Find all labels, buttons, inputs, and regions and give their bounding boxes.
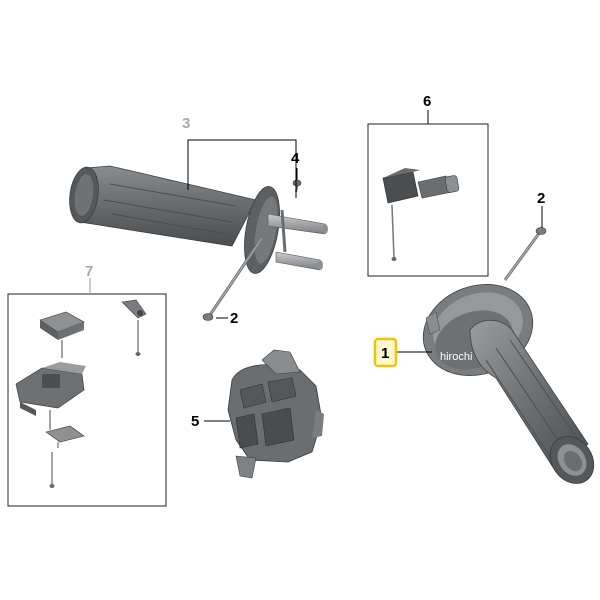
screw-part-4: [292, 179, 302, 193]
switch-unit-part: [227, 349, 324, 479]
callout-1: 1: [381, 345, 389, 362]
part-7-frame: [7, 293, 167, 507]
callout-7: 7: [85, 263, 93, 280]
callout-5: 5: [191, 413, 199, 430]
bracket-part: [45, 425, 85, 488]
callout-6: 6: [423, 93, 431, 110]
callout-3: 3: [182, 115, 190, 132]
bolt-part-2-right: [503, 227, 547, 281]
bolt-part-2-left: [202, 237, 264, 321]
callout-1-highlight: [373, 337, 398, 368]
callout-2-left: 2: [230, 310, 238, 327]
switch-cover-part: [39, 311, 85, 358]
left-grip-part: [69, 165, 328, 274]
watermark-text: hirochi: [440, 351, 472, 363]
switch-body-part: [15, 362, 86, 430]
callout-4: 4: [291, 150, 300, 167]
lever-part: [121, 299, 147, 356]
callout-2-right: 2: [537, 190, 545, 207]
leader-3: [187, 139, 297, 198]
part-6-frame: [367, 123, 489, 277]
sensor-part: [382, 168, 460, 261]
right-grip-part: [422, 284, 595, 484]
